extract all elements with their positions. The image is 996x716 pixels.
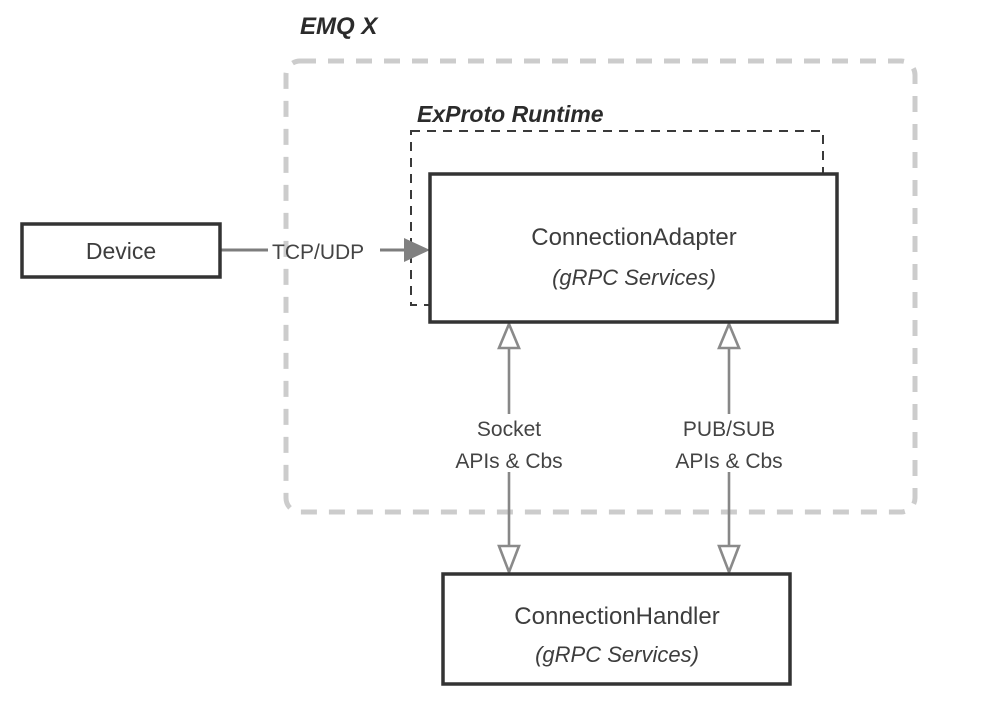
- group-label-emqx: EMQ X: [300, 13, 379, 40]
- node-label-connection-adapter: ConnectionAdapter: [531, 224, 736, 251]
- edge-label-tcp-udp: TCP/UDP: [272, 241, 364, 264]
- arrowhead-socket-up-icon: [497, 320, 521, 350]
- node-label-device: Device: [86, 238, 156, 264]
- edge-label-pubsub-line1: PUB/SUB: [683, 418, 775, 441]
- arrowhead-device-to-adapter-icon: [404, 238, 430, 262]
- edge-label-socket-line1: Socket: [477, 418, 541, 441]
- node-sublabel-connection-adapter: (gRPC Services): [552, 265, 716, 290]
- edge-label-socket-line2: APIs & Cbs: [455, 450, 562, 473]
- node-box-connection-adapter[interactable]: [428, 172, 839, 324]
- node-box-connection-handler[interactable]: [441, 572, 792, 686]
- edge-label-pubsub-line2: APIs & Cbs: [675, 450, 782, 473]
- arrowhead-pubsub-up-icon: [717, 320, 741, 350]
- arrowhead-pubsub-down-icon: [717, 544, 741, 576]
- node-label-connection-handler: ConnectionHandler: [514, 603, 719, 630]
- arrowhead-socket-down-icon: [497, 544, 521, 576]
- group-label-exproto: ExProto Runtime: [417, 101, 604, 127]
- node-box-device[interactable]: [20, 222, 222, 279]
- node-sublabel-connection-handler: (gRPC Services): [535, 642, 699, 667]
